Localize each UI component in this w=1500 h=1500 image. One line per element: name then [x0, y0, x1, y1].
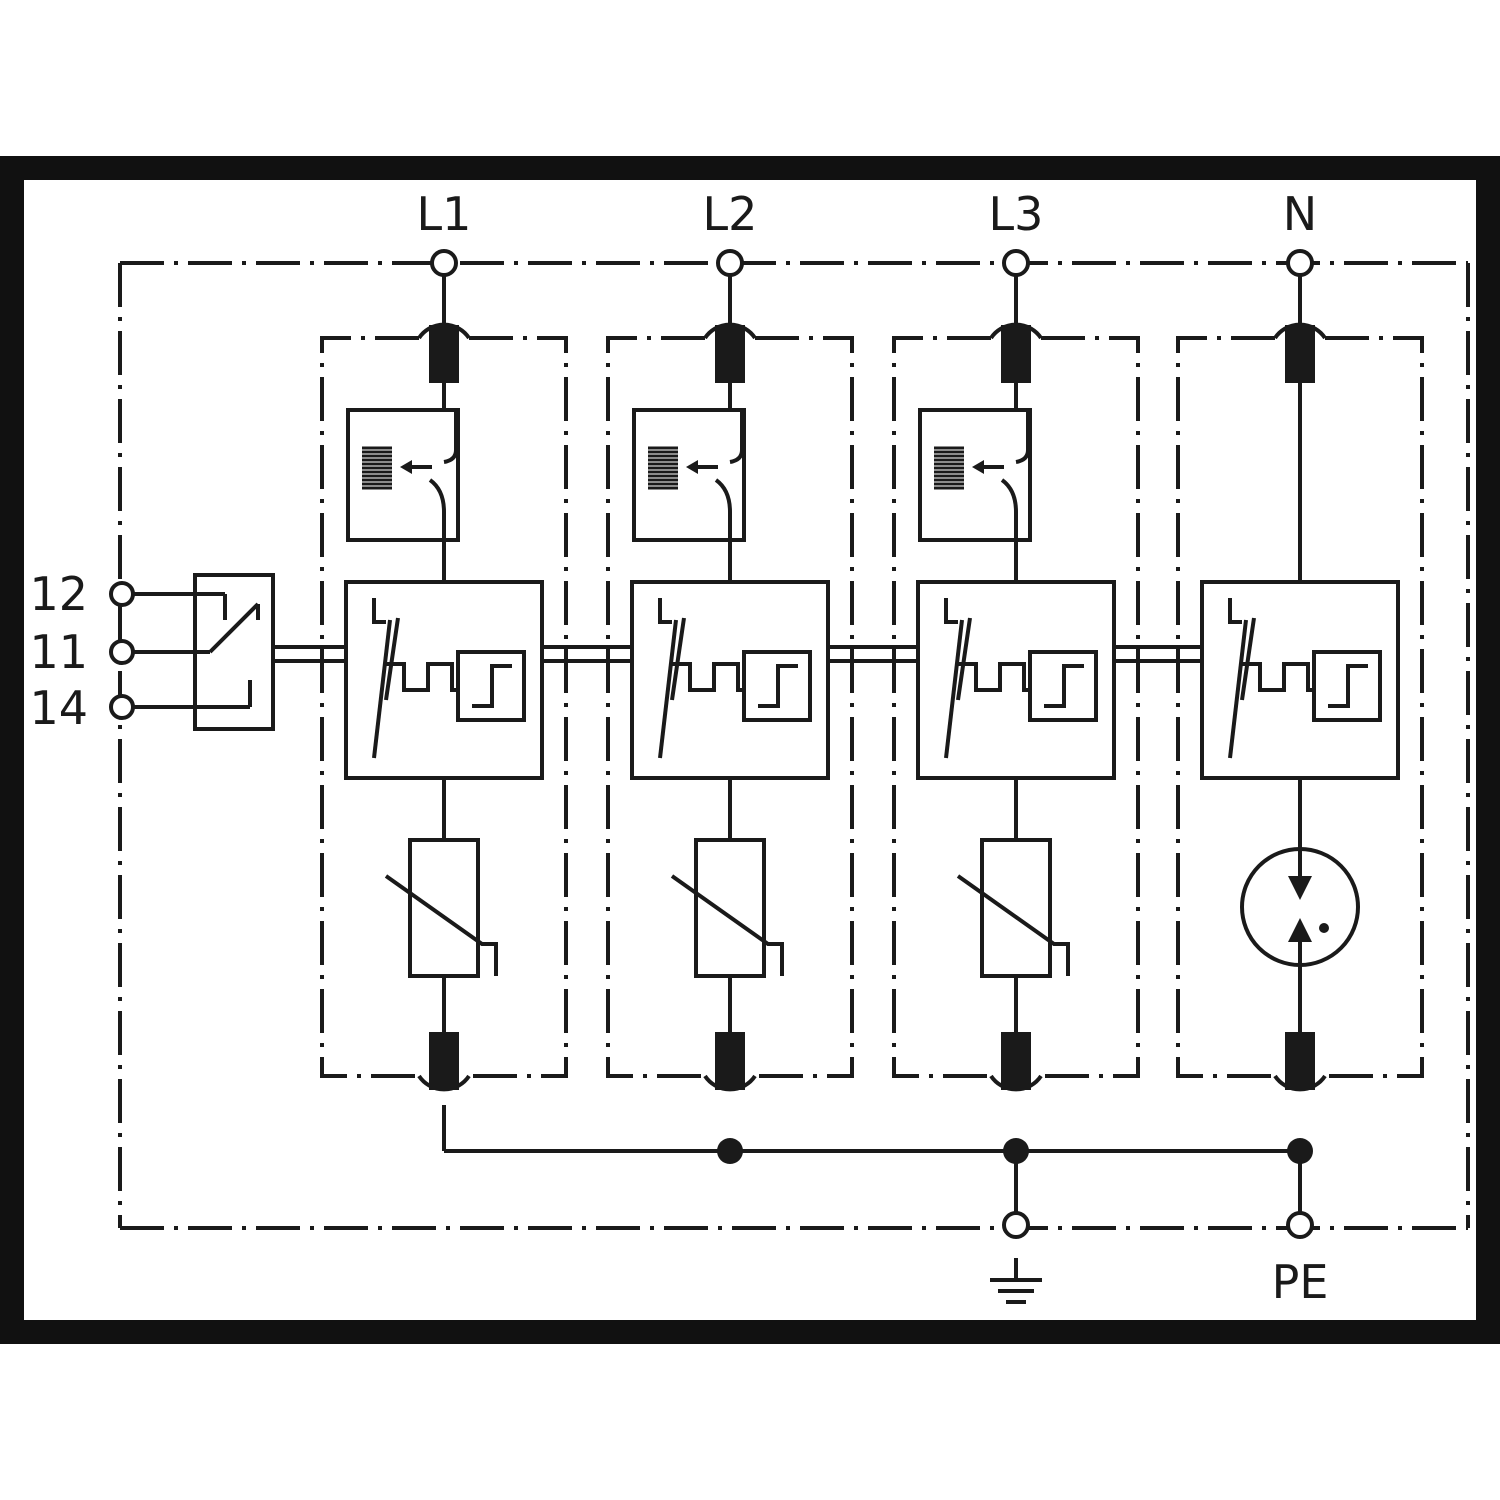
module-n: N: [1176, 187, 1424, 1092]
arrow-head: [400, 460, 412, 474]
status-indicator-box: [1312, 650, 1382, 722]
l2-label: L2: [703, 187, 758, 241]
status-indicator-box: [456, 650, 526, 722]
terminal-l1: [430, 249, 458, 277]
module-outline: [606, 336, 705, 1078]
linkage-steps: [1242, 662, 1314, 692]
modules-group: L1 L2 L3 N: [320, 187, 1424, 1092]
status-step: [1044, 664, 1084, 708]
status-indicator-box: [742, 650, 812, 722]
disconnector-contact: [729, 412, 744, 464]
terminal-pe: [1286, 1211, 1314, 1239]
contact-label-12: 12: [29, 567, 88, 621]
plug-contact-bottom: [715, 1032, 745, 1090]
status-step: [758, 664, 798, 708]
varistor-body: [694, 838, 766, 978]
contact-label-14: 14: [29, 681, 88, 735]
arrow-head: [972, 460, 984, 474]
switch-blade: [944, 619, 964, 759]
contact-label-11: 11: [29, 625, 88, 679]
disconnector-contact: [443, 412, 458, 464]
plug-contact-top: [429, 325, 459, 383]
varistor-slope: [384, 874, 498, 976]
plug-contact-bottom: [429, 1032, 459, 1090]
switch-contact: [658, 598, 672, 624]
l1-label: L1: [417, 187, 472, 241]
enclosure-outline: [118, 261, 1470, 1230]
disconnector-box: [918, 408, 1032, 542]
pe-label: PE: [1272, 1255, 1329, 1309]
module-outline: [1041, 336, 1140, 1078]
varistor-body: [980, 838, 1052, 978]
terminal-ground: [1002, 1211, 1030, 1239]
terminal-11: [109, 639, 135, 665]
switch-blade: [670, 617, 686, 701]
terminal-l3: [1002, 249, 1030, 277]
module-l3: L3: [892, 187, 1140, 1092]
switch-blade: [1228, 619, 1248, 759]
switch-contact: [1228, 598, 1242, 624]
linkage-steps: [672, 662, 744, 692]
varistor-slope: [670, 874, 784, 976]
module-l2: L2: [606, 187, 854, 1092]
disconnector-contact: [714, 478, 732, 540]
switch-blade: [956, 617, 972, 701]
linkage-steps: [386, 662, 458, 692]
varistor-slope: [956, 874, 1070, 976]
bus-node: [717, 1138, 743, 1164]
disconnector-contact: [1015, 412, 1030, 464]
mechanical-linkage: [273, 645, 1202, 663]
remote-signal-contact: 12 11 14: [29, 567, 275, 735]
terminal-n: [1286, 249, 1314, 277]
module-outline: [1176, 336, 1275, 1078]
switch-blade: [1240, 617, 1256, 701]
plug-contact-top: [1285, 325, 1315, 383]
outer-frame: [0, 156, 1500, 1344]
switch-blade: [658, 619, 678, 759]
plug-contact-bottom: [1001, 1032, 1031, 1090]
module-outline: [755, 336, 854, 1078]
disconnector-contact: [428, 478, 446, 540]
switch-blade: [372, 619, 392, 759]
module-outline: [1325, 336, 1424, 1078]
linkage-steps: [958, 662, 1030, 692]
module-outline: [469, 336, 568, 1078]
status-indicator-box: [1028, 650, 1098, 722]
disconnector-contact: [1000, 478, 1018, 540]
l3-label: L3: [989, 187, 1044, 241]
disconnector-box: [346, 408, 460, 542]
disconnector-box: [632, 408, 746, 542]
module-outline: [892, 336, 991, 1078]
terminal-12: [109, 581, 135, 607]
module-l1: L1: [320, 187, 568, 1092]
arrow-head: [686, 460, 698, 474]
earth-ground-icon: [990, 1258, 1042, 1304]
module-outline: [320, 336, 419, 1078]
switch-contact: [372, 598, 386, 624]
varistor-body: [408, 838, 480, 978]
status-step: [472, 664, 512, 708]
plug-contact-top: [715, 325, 745, 383]
spark-dot: [1319, 923, 1329, 933]
n-label: N: [1283, 187, 1317, 241]
switch-contact: [944, 598, 958, 624]
arrow-head: [1288, 876, 1312, 900]
arrow-head: [1288, 918, 1312, 942]
status-step: [1328, 664, 1368, 708]
switch-blade: [384, 617, 400, 701]
plug-contact-top: [1001, 325, 1031, 383]
plug-contact-bottom: [1285, 1032, 1315, 1090]
terminal-l2: [716, 249, 744, 277]
earth-bus: [442, 1105, 1314, 1239]
terminal-14: [109, 694, 135, 720]
